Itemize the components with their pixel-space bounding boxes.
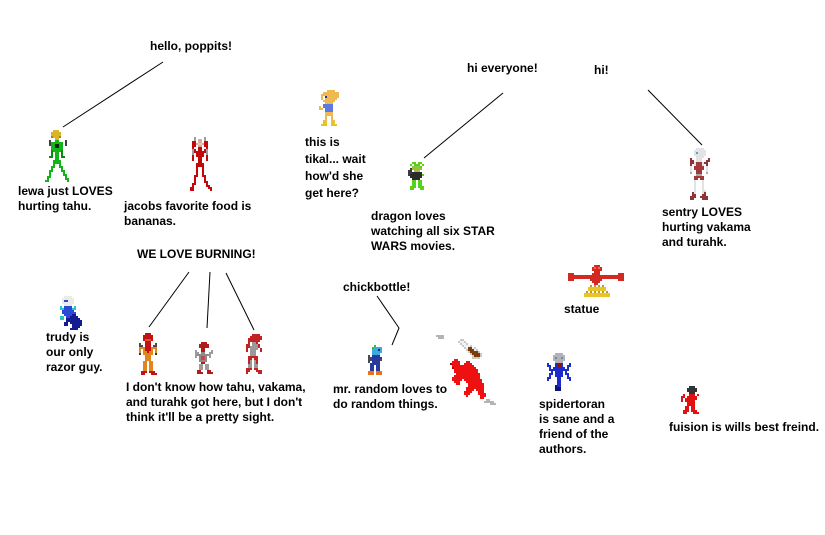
connector-burning-to-tahu: [148, 271, 190, 328]
trudy-sprite: [54, 296, 92, 330]
caption-mr-random: mr. random loves to do random things.: [333, 382, 447, 411]
statue-sprite: [568, 265, 626, 297]
caption-fuision: fuision is wills best freind.: [669, 420, 820, 434]
connector-burning-to-turahk: [225, 272, 255, 331]
tahu-sprite: [137, 333, 161, 375]
caption-jacob: jacobs favorite food is bananas.: [124, 199, 252, 228]
caption-lewa: lewa just LOVES hurting tahu.: [18, 184, 113, 213]
speech-chickbottle: chickbottle!: [343, 280, 411, 294]
speech-we-love-burning: WE LOVE BURNING!: [137, 247, 256, 261]
speech-hi: hi!: [594, 63, 609, 77]
sentry-sprite: [686, 148, 716, 200]
connector-hieveryone-to-dragon: [423, 92, 504, 159]
connector-chickbottle-to-mrrandom: [376, 295, 400, 346]
tikal-sprite: [317, 90, 345, 126]
connector-hi-to-sentry: [647, 89, 703, 146]
connector-burning-to-vakama: [206, 271, 211, 329]
speech-hi-everyone: hi everyone!: [467, 61, 538, 75]
spidertoran-sprite: [547, 353, 573, 391]
caption-spidertoran: spidertoran is sane and a friend of the …: [539, 397, 615, 456]
chickbottle-creature-sprite: [432, 333, 506, 405]
caption-statue: statue: [564, 302, 600, 316]
lewa-sprite: [45, 130, 73, 182]
turahk-sprite: [242, 334, 268, 374]
dragon-sprite: [406, 162, 432, 190]
caption-dragon: dragon loves watching all six STAR WARS …: [371, 209, 495, 253]
caption-trio: I don't know how tahu, vakama, and turah…: [126, 380, 306, 424]
caption-trudy: trudy is our only razor guy.: [46, 330, 103, 374]
caption-sentry: sentry LOVES hurting vakama and turahk.: [662, 205, 751, 249]
jacob-sprite: [188, 137, 216, 191]
mr-random-sprite: [364, 345, 390, 375]
fuision-sprite: [679, 386, 705, 414]
vakama-sprite: [193, 342, 217, 374]
caption-tikal: this is tikal... wait how'd she get here…: [305, 135, 366, 200]
connector-hello-to-lewa: [62, 61, 164, 128]
speech-hello-poppits: hello, poppits!: [150, 39, 232, 53]
